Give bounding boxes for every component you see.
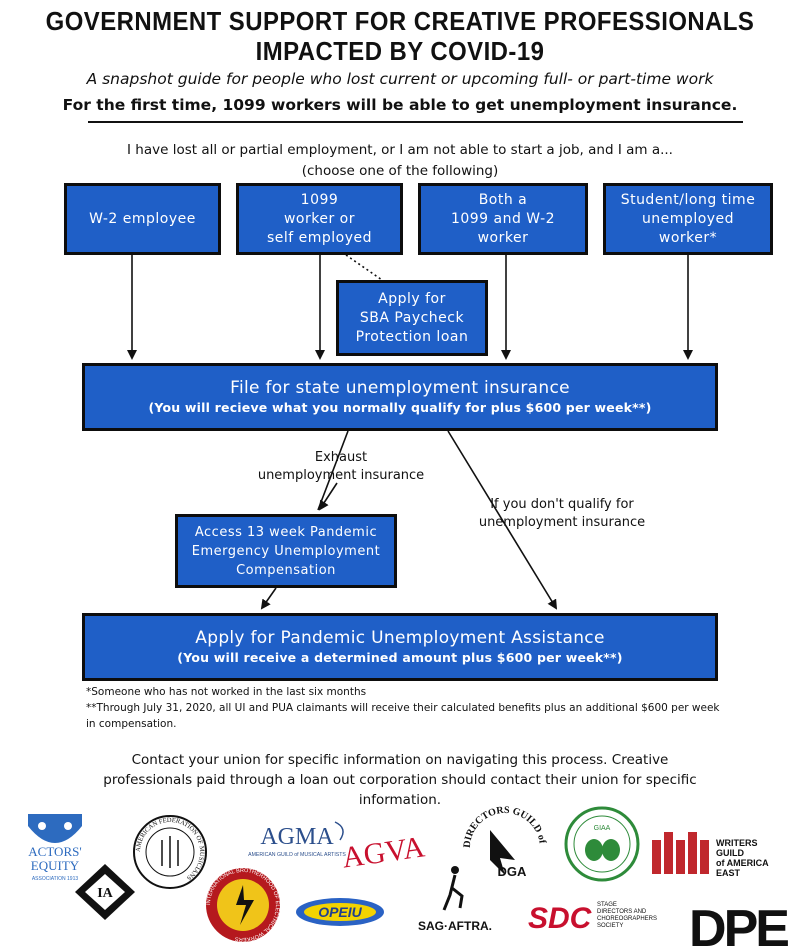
ibew-logo: INTERNATIONAL BROTHERHOOD OF ELECTRICAL … xyxy=(206,868,280,942)
title-line-2: IMPACTED BY COVID-19 xyxy=(255,36,545,66)
tagline: For the first time, 1099 workers will be… xyxy=(62,96,738,114)
option-1099-worker: 1099 worker or self employed xyxy=(236,183,403,255)
arrow-exhaust xyxy=(317,430,349,511)
option-both-label: Both a 1099 and W-2 worker xyxy=(450,191,556,246)
agma-sub: AMERICAN GUILD of MUSICAL ARTISTS xyxy=(248,852,346,858)
footnotes: *Someone who has not worked in the last … xyxy=(86,684,726,732)
giaa-logo: GIAA xyxy=(564,806,640,882)
wga-line-3: of AMERICA xyxy=(716,858,769,868)
equity-line2: EQUITY xyxy=(31,858,80,873)
no-qualify-text: If you don't qualify for unemployment in… xyxy=(478,497,646,530)
sdc-text: SDC xyxy=(528,902,593,935)
footnote-2: **Through July 31, 2020, all UI and PUA … xyxy=(86,702,720,730)
dpe-text: DPE xyxy=(689,900,788,950)
actors-equity-logo: ACTORS' EQUITY ASSOCIATION 1913 xyxy=(28,814,82,882)
option-w2-label: W-2 employee xyxy=(89,210,196,227)
sdc-sub-1: STAGE xyxy=(597,902,617,908)
giaa-text: GIAA xyxy=(594,825,611,832)
contact-note: Contact your union for specific informat… xyxy=(103,752,697,808)
option-w2-employee: W-2 employee xyxy=(64,183,221,255)
page-title: GOVERNMENT SUPPORT FOR CREATIVE PROFESSI… xyxy=(32,6,768,66)
agma-logo: AGMA AMERICAN GUILD of MUSICAL ARTISTS xyxy=(248,821,346,858)
dpe-logo: DPE xyxy=(689,900,791,950)
agma-text: AGMA xyxy=(260,824,334,850)
union-logos: ACTORS' EQUITY ASSOCIATION 1913 IA AMERI… xyxy=(0,800,791,950)
equity-sub: ASSOCIATION 1913 xyxy=(32,876,79,882)
sba-loan-box: Apply for SBA Paycheck Protection loan xyxy=(336,280,488,356)
arrow-exhaust-head xyxy=(318,482,338,511)
arrow-noqual xyxy=(447,430,558,610)
opeiu-text: OPEIU xyxy=(318,904,362,920)
footnote-1: *Someone who has not worked in the last … xyxy=(86,686,367,698)
sag-aftra-logo: SAG·AFTRA. xyxy=(418,866,492,933)
wga-line-1: WRITERS xyxy=(716,838,758,848)
equity-line1: ACTORS' xyxy=(28,844,81,859)
file-ui-title: File for state unemployment insurance xyxy=(230,378,570,398)
subtitle: A snapshot guide for people who lost cur… xyxy=(86,70,714,88)
iatse-text: IA xyxy=(97,886,113,901)
agva-logo: AGVA xyxy=(340,830,427,874)
arrow-pueca-pua xyxy=(260,587,277,610)
option-both-worker: Both a 1099 and W-2 worker xyxy=(418,183,588,255)
iatse-logo: IA xyxy=(75,864,135,920)
opeiu-logo: OPEIU xyxy=(296,898,384,926)
no-qualify-label: If you don't qualify for unemployment in… xyxy=(462,496,662,532)
divider xyxy=(88,121,743,123)
pueca-label: Access 13 week Pandemic Emergency Unempl… xyxy=(191,524,381,578)
wga-line-4: EAST xyxy=(716,868,741,878)
exhaust-label: Exhaust unemployment insurance xyxy=(246,449,436,485)
pua-box: Apply for Pandemic Unemployment Assistan… xyxy=(82,613,718,681)
afm-logo: AMERICAN FEDERATION OF MUSICIANS xyxy=(133,815,207,889)
option-1099-label: 1099 worker or self employed xyxy=(266,191,373,246)
sdc-sub-4: SOCIETY xyxy=(597,923,623,929)
pueca-box: Access 13 week Pandemic Emergency Unempl… xyxy=(175,514,397,588)
file-ui-note: (You will recieve what you normally qual… xyxy=(148,400,652,415)
dga-text: DGA xyxy=(498,864,528,879)
wga-east-logo: WRITERS GUILD of AMERICA EAST xyxy=(652,832,769,878)
option-student-label: Student/long time unemployed worker* xyxy=(620,191,756,246)
sba-label: Apply for SBA Paycheck Protection loan xyxy=(355,290,469,345)
dotted-1099-sba xyxy=(345,254,383,281)
pua-title: Apply for Pandemic Unemployment Assistan… xyxy=(195,628,605,648)
sdc-logo: SDC STAGE DIRECTORS AND CHOREOGRAPHERS S… xyxy=(528,902,657,935)
prompt-line-2: (choose one of the following) xyxy=(301,163,499,179)
title-line-1: GOVERNMENT SUPPORT FOR CREATIVE PROFESSI… xyxy=(45,6,755,36)
prompt-line-1: I have lost all or partial employment, o… xyxy=(127,142,673,158)
sdc-sub-2: DIRECTORS AND xyxy=(597,909,647,915)
sag-text: SAG·AFTRA. xyxy=(418,919,492,933)
pua-note: (You will receive a determined amount pl… xyxy=(177,650,623,665)
file-unemployment-box: File for state unemployment insurance (Y… xyxy=(82,363,718,431)
agva-text: AGVA xyxy=(340,830,427,874)
option-student-unemployed: Student/long time unemployed worker* xyxy=(603,183,773,255)
exhaust-text: Exhaust unemployment insurance xyxy=(257,450,425,483)
wga-line-2: GUILD xyxy=(716,848,744,858)
prompt: I have lost all or partial employment, o… xyxy=(0,140,800,182)
sdc-sub-3: CHOREOGRAPHERS xyxy=(597,916,657,922)
